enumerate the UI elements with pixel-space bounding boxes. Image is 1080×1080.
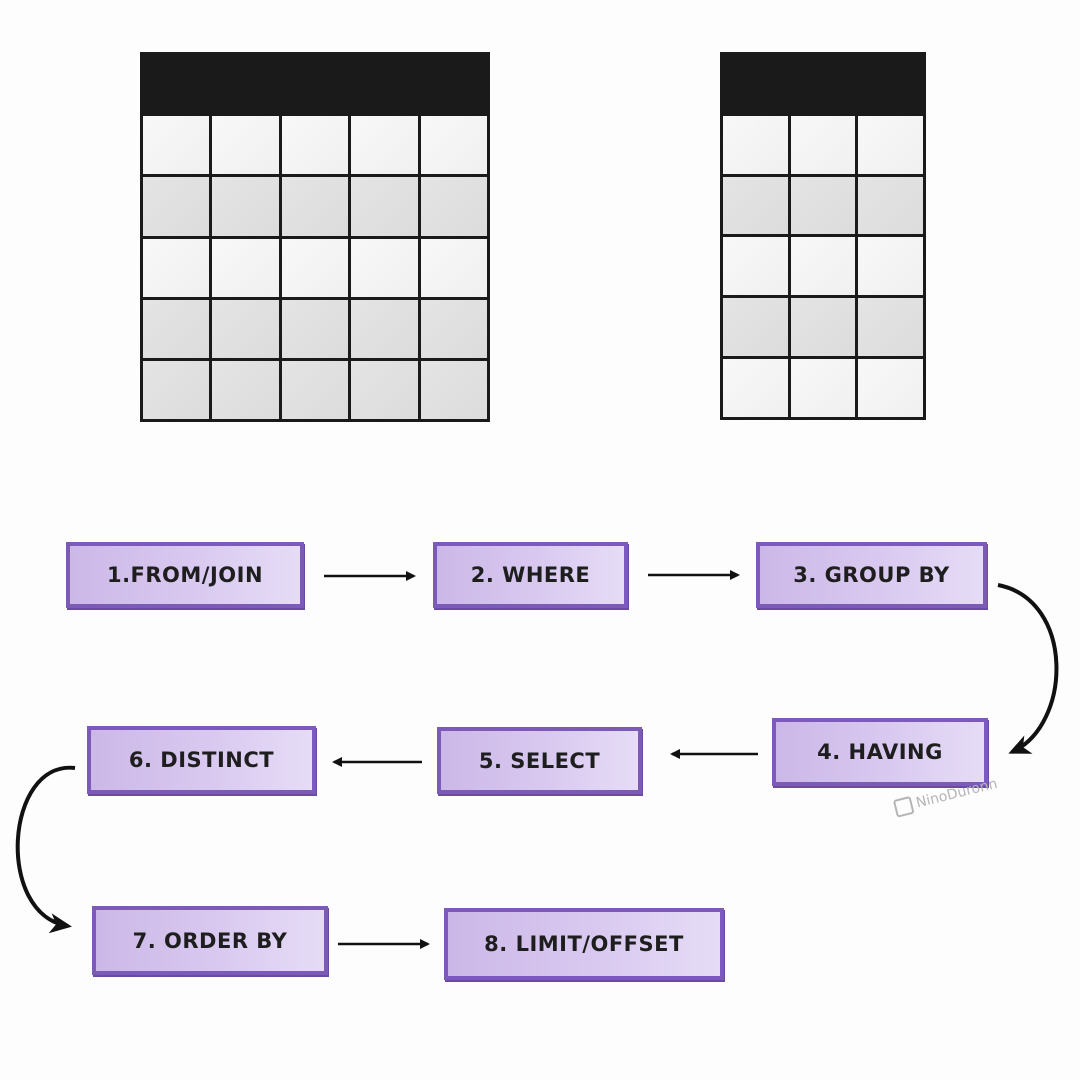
table-cell xyxy=(281,238,349,297)
table-cell xyxy=(143,360,210,419)
step-distinct: 6. DISTINCT xyxy=(87,726,316,794)
table-cell xyxy=(420,238,487,297)
table-cell xyxy=(351,177,418,236)
table-cell xyxy=(790,115,856,174)
table-cell xyxy=(858,237,923,296)
arrow-3-to-4 xyxy=(997,583,1059,754)
step-select: 5. SELECT xyxy=(437,727,642,794)
table-cell xyxy=(281,116,349,175)
table-cell xyxy=(281,360,349,419)
step-having: 4. HAVING xyxy=(772,718,988,786)
table-cell xyxy=(790,298,856,357)
table-cell xyxy=(351,238,418,297)
table-cell xyxy=(281,177,349,236)
table-cell xyxy=(420,177,487,236)
table-cell xyxy=(212,299,279,358)
step-order-by: 7. ORDER BY xyxy=(92,906,328,975)
table-right xyxy=(720,52,926,420)
table-left xyxy=(140,52,490,422)
table-cell xyxy=(858,359,923,417)
step-from-join: 1.FROM/JOIN xyxy=(66,542,304,608)
table-cell xyxy=(420,116,487,175)
table-cell xyxy=(212,116,279,175)
table-cell xyxy=(143,238,210,297)
table-cell xyxy=(723,115,788,174)
table-cell xyxy=(143,299,210,358)
table-cell xyxy=(143,116,210,175)
table-cell xyxy=(723,237,788,296)
table-cell xyxy=(420,299,487,358)
table-cell xyxy=(723,359,788,417)
table-cell xyxy=(858,115,923,174)
table-cell xyxy=(351,116,418,175)
arrow-6-to-7 xyxy=(15,765,76,934)
table-cell xyxy=(212,238,279,297)
table-cell xyxy=(723,298,788,357)
table-cell xyxy=(420,360,487,419)
table-cell xyxy=(723,176,788,235)
table-cell xyxy=(351,299,418,358)
table-cell xyxy=(790,359,856,417)
step-where: 2. WHERE xyxy=(433,542,628,608)
table-cell xyxy=(143,177,210,236)
table-cell xyxy=(351,360,418,419)
table-cell xyxy=(212,177,279,236)
step-group-by: 3. GROUP BY xyxy=(756,542,987,608)
table-cell xyxy=(858,176,923,235)
table-cell xyxy=(212,360,279,419)
table-cell xyxy=(281,299,349,358)
table-cell xyxy=(790,237,856,296)
table-cell xyxy=(858,298,923,357)
step-limit-offset: 8. LIMIT/OFFSET xyxy=(444,908,724,980)
table-cell xyxy=(790,176,856,235)
